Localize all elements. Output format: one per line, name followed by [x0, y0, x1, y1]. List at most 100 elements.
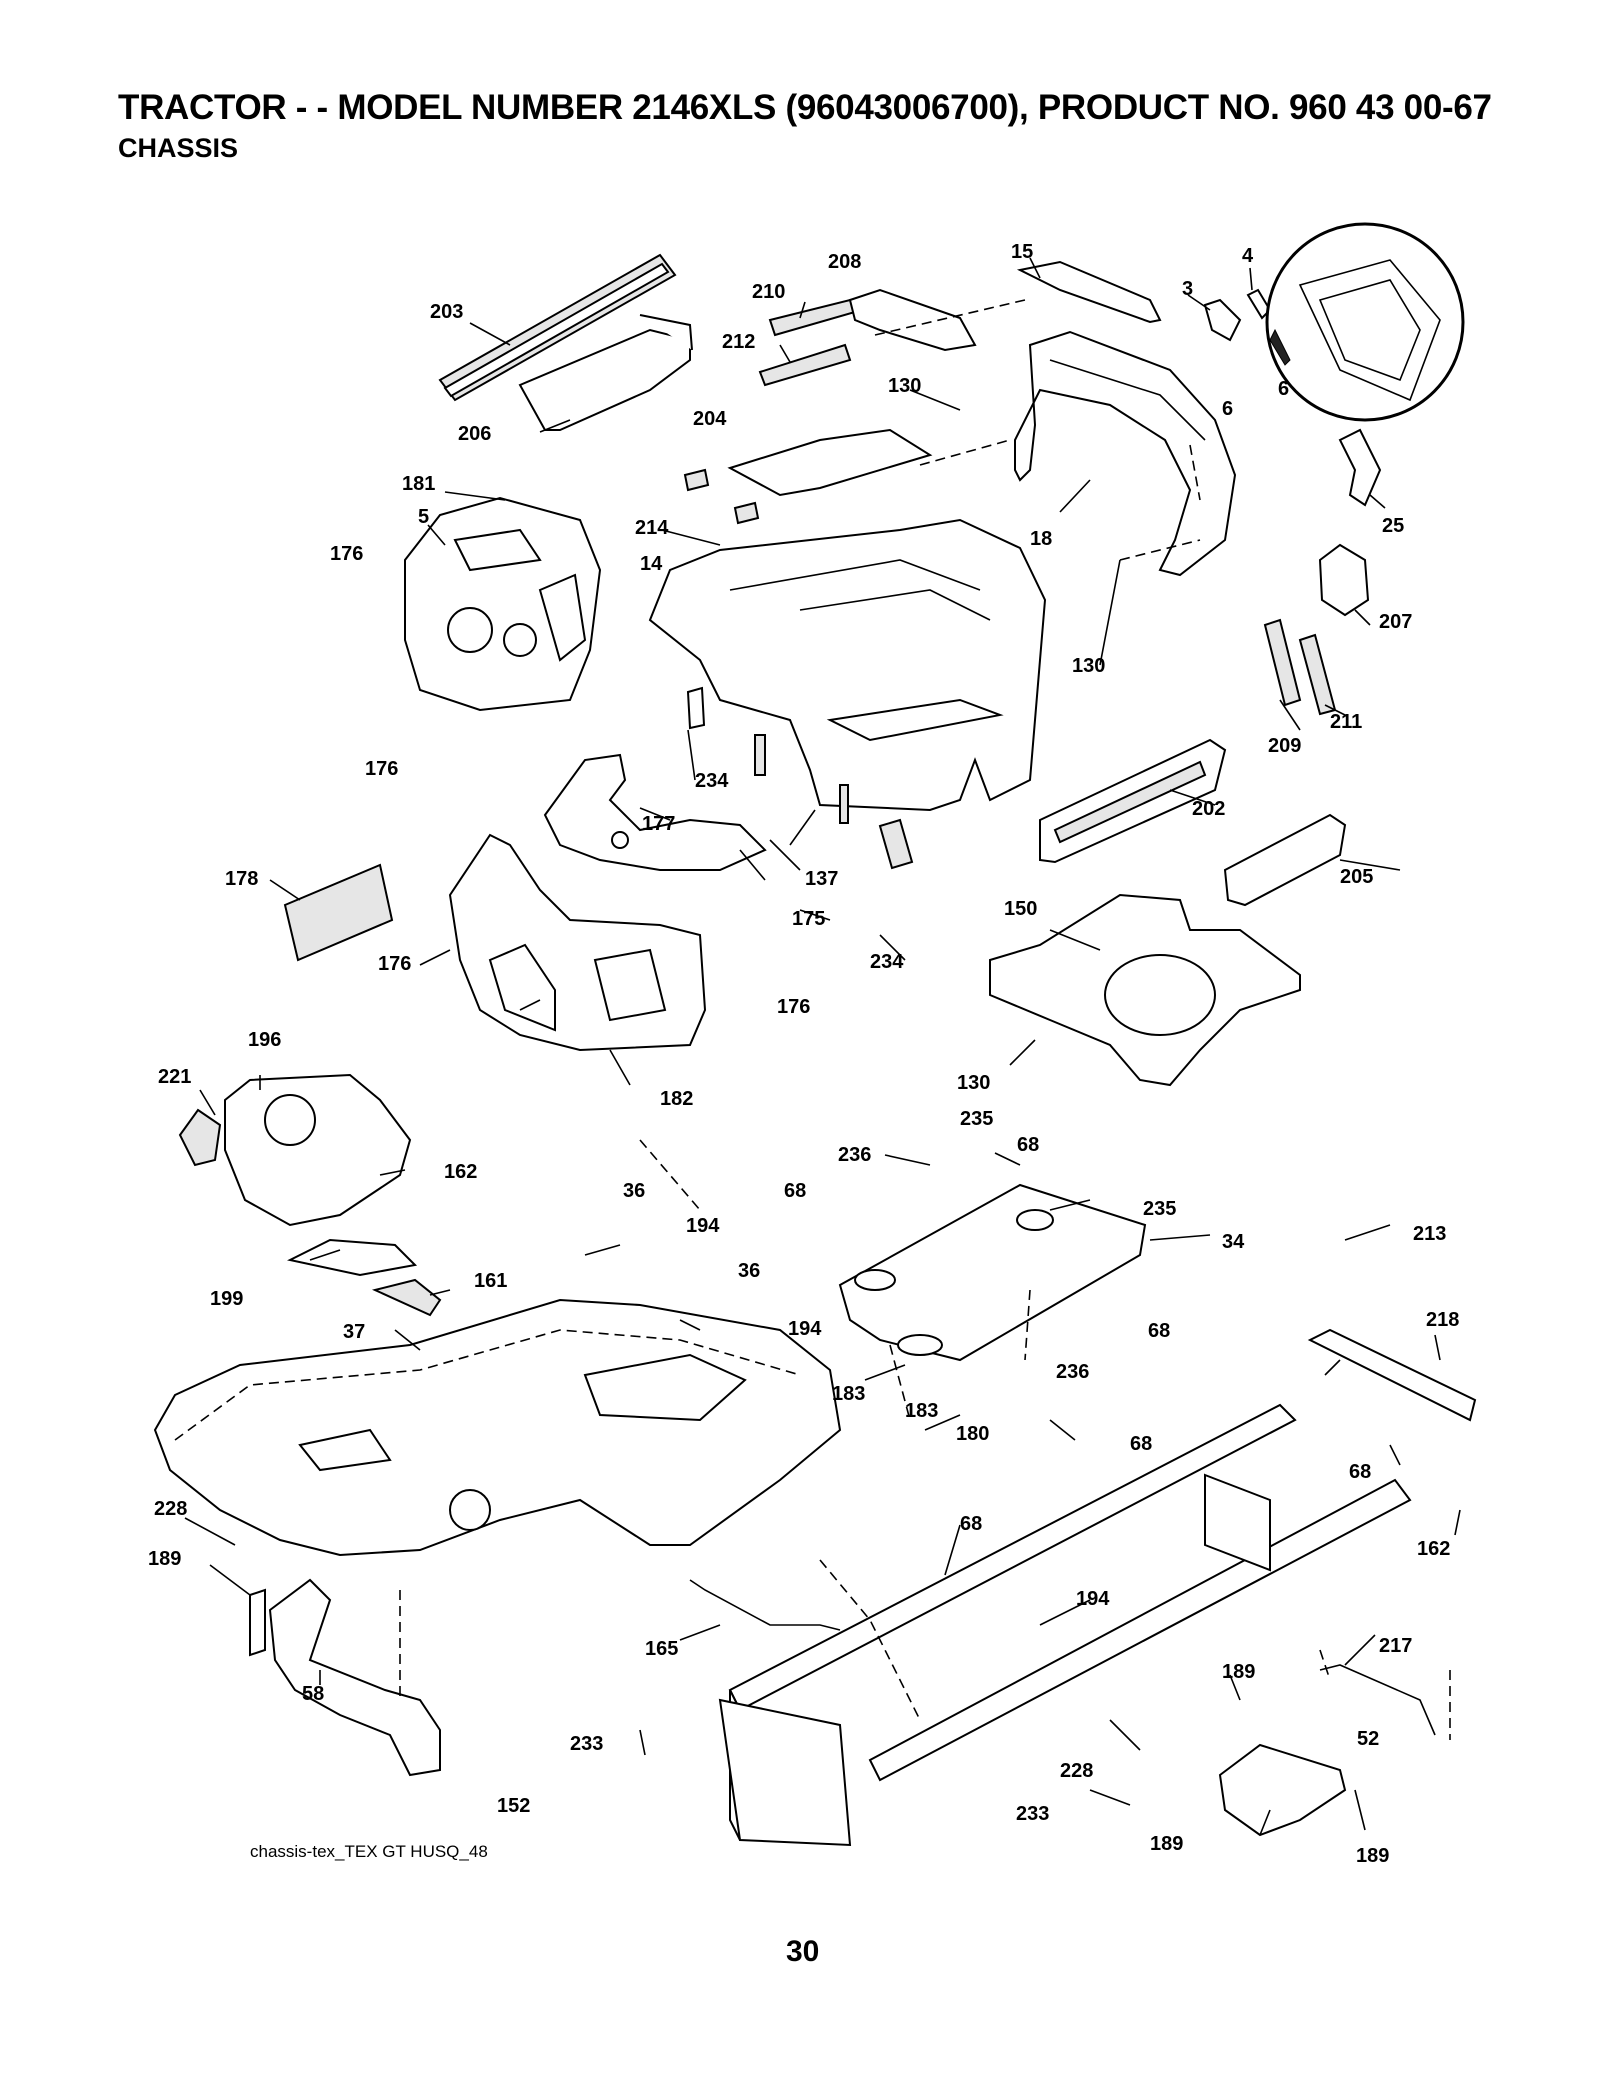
- callout-25: 25: [1382, 515, 1404, 537]
- alignment-lines: [399, 299, 1451, 1740]
- callout-176: 176: [330, 543, 363, 565]
- callout-181: 181: [402, 473, 435, 495]
- part-5-dash-panel: [404, 496, 602, 712]
- part-25-clip: [1338, 428, 1382, 507]
- part-14-hood: [648, 518, 1047, 812]
- part-58-bracket: [249, 1578, 441, 1777]
- callout-180: 180: [956, 1423, 989, 1445]
- callout-183: 183: [832, 1383, 865, 1405]
- callout-130: 130: [957, 1072, 990, 1094]
- callout-4: 4: [1242, 245, 1254, 267]
- part-180-frame: [718, 1403, 1412, 1847]
- part-182-lower-console: [448, 833, 707, 1052]
- part-208-cover: [848, 288, 977, 352]
- callout-203: 203: [430, 301, 463, 323]
- part-3-bracket: [1203, 298, 1242, 342]
- callout-37: 37: [343, 1321, 365, 1343]
- callout-194: 194: [1076, 1588, 1110, 1610]
- callout-18: 18: [1030, 528, 1052, 550]
- part-206-bracket: [518, 314, 693, 431]
- callout-3: 3: [1182, 278, 1193, 300]
- callout-58: 58: [302, 1683, 324, 1705]
- callout-68: 68: [960, 1513, 982, 1535]
- part-207-latch: [1318, 543, 1370, 617]
- part-217-rod: [1319, 1664, 1436, 1736]
- callout-234: 234: [695, 770, 729, 792]
- callout-36: 36: [738, 1260, 760, 1282]
- callout-206: 206: [458, 423, 491, 445]
- callout-6: 6: [1222, 398, 1233, 420]
- callout-52: 52: [1357, 1728, 1379, 1750]
- callout-221: 221: [158, 1066, 191, 1088]
- callout-233: 233: [1016, 1803, 1049, 1825]
- callout-5: 5: [418, 506, 429, 528]
- callout-209: 209: [1268, 735, 1301, 757]
- part-178-vent-panel: [283, 863, 394, 962]
- part-150-footrest-pan: [989, 893, 1301, 1087]
- callout-175: 175: [792, 908, 825, 930]
- part-204-panel: [727, 428, 933, 497]
- callout-235: 235: [1143, 1198, 1176, 1220]
- callout-34: 34: [1222, 1231, 1245, 1253]
- callout-36: 36: [623, 1180, 645, 1202]
- callout-236: 236: [838, 1144, 871, 1166]
- leader-lines: [184, 257, 1461, 1836]
- part-196-seat-panel: [224, 1073, 412, 1227]
- callout-68: 68: [1130, 1433, 1152, 1455]
- callout-204: 204: [693, 408, 727, 430]
- callout-15: 15: [1011, 241, 1033, 263]
- callout-176: 176: [777, 996, 810, 1018]
- callout-68: 68: [1017, 1134, 1039, 1156]
- part-211-grille-insert: [1298, 633, 1337, 716]
- callout-233: 233: [570, 1733, 603, 1755]
- callout-213: 213: [1413, 1223, 1446, 1245]
- callout-137: 137: [805, 868, 838, 890]
- part-165-rod: [689, 1579, 841, 1631]
- callout-205: 205: [1340, 866, 1373, 888]
- callout-214: 214: [635, 517, 669, 539]
- part-37-footrest: [153, 1298, 842, 1557]
- part-202-front-grille: [1039, 738, 1227, 864]
- callout-183: 183: [905, 1400, 938, 1422]
- part-203-grille-bar: [438, 253, 677, 402]
- callout-217: 217: [1379, 1635, 1412, 1657]
- detail-inset-circle: [1265, 222, 1465, 422]
- callout-152: 152: [497, 1795, 530, 1817]
- callout-68: 68: [784, 1180, 806, 1202]
- part-205-trim: [1223, 813, 1347, 907]
- callout-194: 194: [686, 1215, 720, 1237]
- part-175-bracket: [543, 753, 767, 871]
- part-15-strip: [1016, 260, 1162, 324]
- part-18-nose: [1014, 330, 1237, 577]
- callout-176: 176: [378, 953, 411, 975]
- callout-189: 189: [1356, 1845, 1389, 1867]
- callout-162: 162: [1417, 1538, 1450, 1560]
- part-210-vent: [768, 298, 857, 337]
- callout-162: 162: [444, 1161, 477, 1183]
- callout-6: 6: [1278, 378, 1289, 400]
- part-137-234-strips: [686, 686, 914, 870]
- callout-202: 202: [1192, 798, 1225, 820]
- part-221-decal: [178, 1108, 222, 1167]
- section-title: CHASSIS: [118, 133, 239, 163]
- callout-68: 68: [1349, 1461, 1371, 1483]
- part-209-grille-insert: [1263, 618, 1302, 707]
- callout-196: 196: [248, 1029, 281, 1051]
- part-161-insert: [371, 1278, 442, 1317]
- callout-194: 194: [788, 1318, 822, 1340]
- part-34-mounting-plate: [838, 1183, 1147, 1362]
- callout-130: 130: [1072, 655, 1105, 677]
- part-199-plate: [287, 1238, 418, 1277]
- callout-212: 212: [722, 331, 755, 353]
- callout-177: 177: [642, 813, 675, 835]
- callout-14: 14: [640, 553, 663, 575]
- part-218-bracket: [1307, 1328, 1477, 1422]
- diagram-caption: chassis-tex_TEX GT HUSQ_48: [250, 1842, 488, 1861]
- callout-218: 218: [1426, 1309, 1459, 1331]
- callout-199: 199: [210, 1288, 243, 1310]
- callout-130: 130: [888, 375, 921, 397]
- callout-68: 68: [1148, 1320, 1170, 1342]
